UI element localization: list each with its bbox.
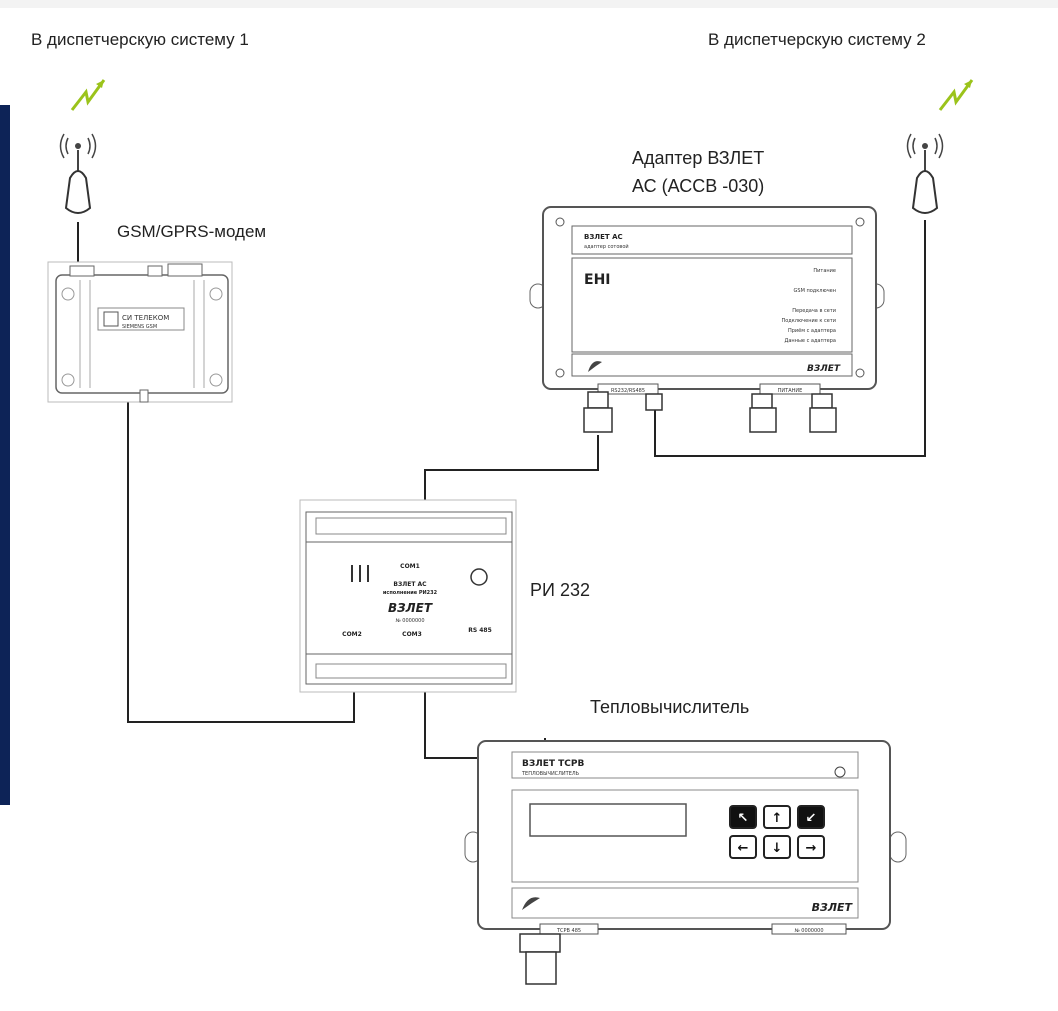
calculator-keypad: ↖ ↑ ↙ ← ↓ → <box>729 805 825 859</box>
heat-calculator-device: ВЗЛЕТ ТСРВ ТЕПЛОВЫЧИСЛИТЕЛЬ ВЗЛЕТ ТСРВ 4… <box>464 740 907 985</box>
wire-modem-to-ri232 <box>127 402 355 723</box>
gsm-modem-device: СИ ТЕЛЕКОМ SIEMENS GSM <box>47 261 233 403</box>
key-left-icon-glyph: ← <box>738 841 749 856</box>
ri232-logo-text: ВЗЛЕТ <box>388 601 433 615</box>
adapter-title-text: ВЗЛЕТ АС <box>584 233 623 241</box>
calculator-title-text: ВЗЛЕТ ТСРВ <box>522 759 584 769</box>
ri232-com2-label: COM2 <box>342 631 362 638</box>
lightning-icon-1 <box>70 79 106 111</box>
ri232-subtitle-text: исполнение РИ232 <box>383 590 438 596</box>
adapter-ce-mark: EHI <box>584 272 611 288</box>
ri232-com1-label: COM1 <box>400 563 420 570</box>
adapter-port-right-label: ПИТАНИЕ <box>778 388 803 394</box>
key-right-icon <box>797 835 825 859</box>
ri232-module-device: COM1 ВЗЛЕТ АС исполнение РИ232 ВЗЛЕТ № 0… <box>299 499 517 693</box>
adapter-led-label-5: Данные с адаптера <box>784 338 836 344</box>
adapter-led-label-2: Передача в сети <box>792 308 836 314</box>
key-enter-icon <box>797 805 825 829</box>
adapter-port-left-label: RS232/RS485 <box>611 388 645 394</box>
adapter-cable-glands <box>583 391 837 433</box>
label-ri232: РИ 232 <box>530 580 590 600</box>
left-accent-bar <box>0 105 10 805</box>
wire-ri232-to-adapter <box>424 435 599 502</box>
label-gsm-modem: GSM/GPRS-модем <box>117 222 267 241</box>
calculator-serial-label: № 0000000 <box>794 928 823 934</box>
ri232-title-text: ВЗЛЕТ АС <box>393 581 427 588</box>
top-strip <box>0 0 1058 8</box>
calculator-subtitle-text: ТЕПЛОВЫЧИСЛИТЕЛЬ <box>521 771 580 777</box>
label-dispatch-system-2: В диспетчерскую систему 2 <box>708 30 926 49</box>
adapter-led-label-4: Приём с адаптера <box>788 328 836 334</box>
calculator-port-label: ТСРВ 485 <box>556 928 581 934</box>
adapter-led-label-1: GSM подключен <box>794 288 836 294</box>
adapter-led-label-0: Питание <box>813 268 836 274</box>
calculator-cable-gland <box>519 933 561 985</box>
ri232-com3-label: COM3 <box>402 631 422 638</box>
label-dispatch-system-1: В диспетчерскую систему 1 <box>31 30 249 49</box>
key-enter-icon-glyph: ↙ <box>806 811 817 826</box>
key-down-icon-glyph: ↓ <box>772 841 783 856</box>
adapter-bird-logo-icon <box>588 361 602 372</box>
antenna-icon-1 <box>59 133 97 214</box>
calculator-bird-logo-icon <box>522 897 540 910</box>
calculator-logo-text: ВЗЛЕТ <box>812 901 854 914</box>
modem-brand-text: СИ ТЕЛЕКОМ <box>122 314 169 322</box>
key-escape-icon-glyph: ↖ <box>738 811 749 826</box>
key-left-icon <box>729 835 757 859</box>
ri232-serial-text: № 0000000 <box>395 618 424 624</box>
key-down-icon <box>763 835 791 859</box>
adapter-vzlet-device: ВЗЛЕТ АС адаптер сотовой EHI Питание GSM… <box>529 206 885 433</box>
key-up-icon <box>763 805 791 829</box>
wire-adapter-antenna <box>654 220 926 457</box>
ri232-rs485-label: RS 485 <box>468 627 492 634</box>
adapter-led-label-3: Подключение к сети <box>781 318 836 324</box>
key-escape-icon <box>729 805 757 829</box>
label-heat-calculator: Тепловычислитель <box>590 697 750 717</box>
calculator-display <box>529 803 687 837</box>
antenna-icon-2 <box>906 133 944 214</box>
label-adapter-line1: Адаптер ВЗЛЕТ <box>632 148 765 168</box>
label-adapter-line2: АС (АССВ -030) <box>632 176 765 196</box>
adapter-subtitle-text: адаптер сотовой <box>584 243 629 250</box>
modem-subtitle-text: SIEMENS GSM <box>122 324 157 330</box>
lightning-icon-2 <box>938 79 974 111</box>
adapter-logo-text: ВЗЛЕТ <box>807 364 841 374</box>
key-up-icon-glyph: ↑ <box>772 811 783 826</box>
key-right-icon-glyph: → <box>806 841 817 856</box>
